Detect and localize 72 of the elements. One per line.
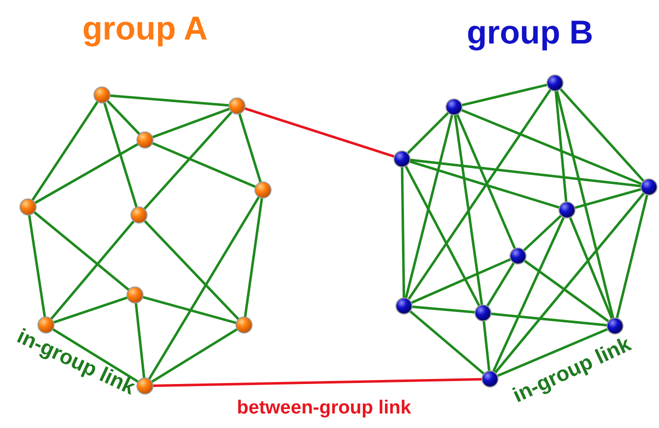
node-circle: [396, 298, 412, 314]
link-line: [456, 114, 516, 250]
node-circle: [606, 318, 624, 334]
link-line: [454, 114, 484, 306]
node-circle: [236, 316, 252, 334]
link-line: [412, 305, 476, 314]
link-line: [34, 142, 139, 204]
link-line: [148, 196, 260, 380]
node-circle: [446, 98, 462, 116]
node-circle: [126, 286, 144, 304]
link-line: [404, 114, 454, 298]
node-circle: [228, 98, 246, 114]
node-circle: [474, 304, 492, 322]
node-circle: [546, 74, 564, 92]
link-line: [522, 214, 562, 252]
node-circle: [254, 182, 272, 198]
link-line: [496, 328, 608, 378]
node-circle: [136, 378, 154, 394]
link-line: [410, 258, 512, 304]
link-line: [410, 158, 642, 188]
link-line: [554, 90, 568, 202]
node-circle: [130, 206, 148, 224]
link-line: [134, 302, 146, 378]
link-line: [409, 160, 560, 209]
link-line: [524, 260, 610, 322]
link-line: [407, 88, 552, 300]
link-line: [559, 88, 645, 182]
link-line: [31, 101, 99, 201]
node-circle: [558, 202, 576, 218]
node-circle: [94, 86, 110, 104]
link-line: [490, 312, 608, 326]
node-circle: [510, 248, 526, 264]
link-type-label: between-group link: [236, 398, 412, 418]
link-line: [144, 220, 240, 320]
link-line: [238, 113, 262, 183]
link-line: [33, 211, 130, 291]
link-line: [616, 194, 648, 318]
link-line: [52, 328, 139, 383]
link-line: [574, 188, 642, 209]
link-line: [152, 108, 230, 138]
link-line: [482, 320, 490, 372]
node-circle: [136, 132, 154, 148]
link-line: [409, 310, 485, 375]
link-line: [400, 166, 406, 298]
link-line: [486, 262, 515, 307]
link-line: [103, 102, 138, 208]
group-title: group B: [466, 16, 594, 48]
link-line: [151, 328, 238, 383]
link-line: [460, 108, 642, 186]
link-line: [568, 216, 614, 320]
link-line: [28, 214, 46, 318]
link-line: [106, 100, 140, 136]
link-line: [406, 112, 450, 154]
link-line: [556, 90, 614, 318]
node-circle: [20, 198, 36, 216]
link-line: [244, 198, 264, 318]
link-line: [142, 296, 237, 324]
between-group-link-line: [244, 107, 395, 158]
group-title: group A: [82, 12, 208, 44]
link-line: [110, 94, 230, 107]
node-circle: [394, 150, 410, 168]
link-line: [494, 192, 645, 374]
link-line: [50, 220, 135, 320]
link-line: [152, 142, 256, 188]
link-line: [462, 84, 548, 106]
between-group-link-line: [152, 378, 482, 388]
node-circle: [640, 178, 658, 196]
link-line: [404, 166, 480, 306]
node-circle: [482, 370, 498, 388]
link-line: [53, 296, 128, 324]
link-line: [143, 111, 233, 210]
link-line: [492, 216, 565, 372]
